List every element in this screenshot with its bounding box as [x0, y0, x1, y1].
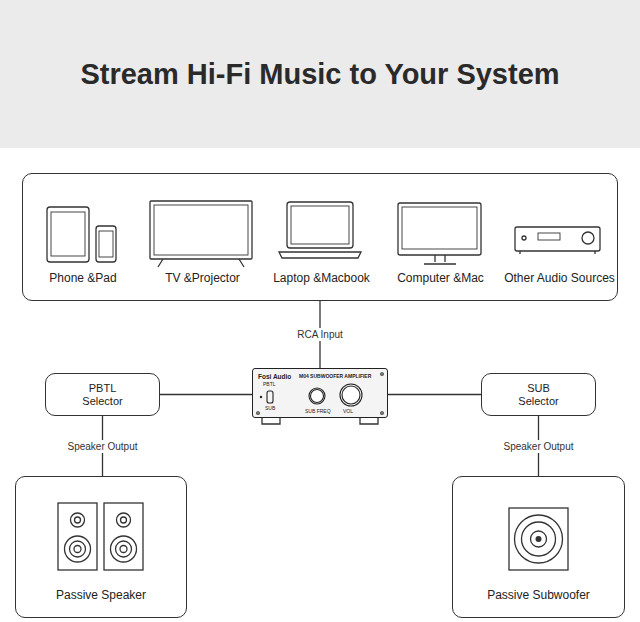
connector-line — [388, 394, 481, 395]
selector-box: PBTL Selector — [45, 373, 160, 416]
switch-label: SUB — [265, 406, 275, 412]
speaker-box: Passive Speaker — [15, 476, 187, 618]
connector-label: RCA Input — [295, 328, 345, 341]
source-label: Computer &Mac — [381, 272, 500, 286]
model-label: M04 SUBWOOFER AMPLIFIER — [299, 374, 371, 380]
brand-label: Fosi Audio — [258, 373, 291, 380]
source-label: Phone &Pad — [23, 272, 143, 286]
subwoofer-box: Passive Subwoofer — [452, 476, 625, 618]
connector-label: Speaker Output — [501, 440, 575, 453]
source-label: Other Audio Sources — [500, 272, 619, 286]
speaker-label: Passive Speaker — [16, 589, 186, 603]
selector-label: PBTL Selector — [72, 382, 134, 407]
source-panel: Phone &PadTV &ProjectorLaptop &MacbookCo… — [22, 173, 618, 301]
switch-label: PBTL — [263, 382, 276, 388]
amplifier-device: Fosi Audio M04 SUBWOOFER AMPLIFIER PBTL SUB… — [252, 368, 388, 418]
selector-box: SUB Selector — [481, 373, 596, 416]
knob-label: VOL — [343, 409, 353, 415]
source-label: TV &Projector — [143, 272, 262, 286]
connector-label: Speaker Output — [65, 440, 139, 453]
page-title: Stream Hi-Fi Music to Your System — [0, 58, 640, 91]
connector-line — [160, 394, 252, 395]
selector-label: SUB Selector — [508, 382, 570, 407]
source-label: Laptop &Macbook — [262, 272, 381, 286]
speaker-label: Passive Subwoofer — [453, 589, 624, 603]
knob-label: SUB FREQ — [305, 409, 331, 415]
